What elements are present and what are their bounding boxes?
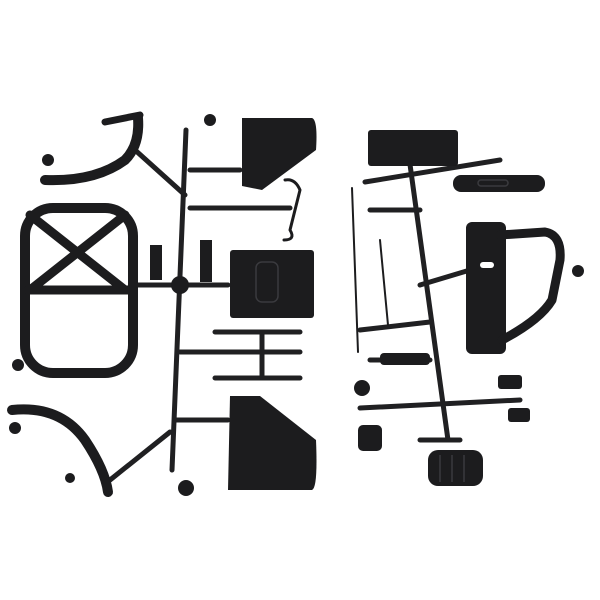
roll-frame — [12, 203, 138, 378]
bottom-plate — [228, 396, 317, 490]
top-hoop — [40, 113, 144, 186]
main-runner — [405, 147, 451, 443]
center-plate — [230, 250, 314, 318]
top-block — [368, 130, 458, 166]
top-plate — [242, 118, 317, 190]
bottom-hoop — [7, 404, 113, 497]
right-sprue — [351, 130, 584, 486]
main-runner — [169, 127, 189, 473]
winch-spool — [428, 450, 483, 486]
left-sprue — [7, 111, 317, 497]
front-bumper — [466, 222, 584, 354]
light-bar — [453, 175, 545, 192]
small-links — [212, 329, 303, 381]
